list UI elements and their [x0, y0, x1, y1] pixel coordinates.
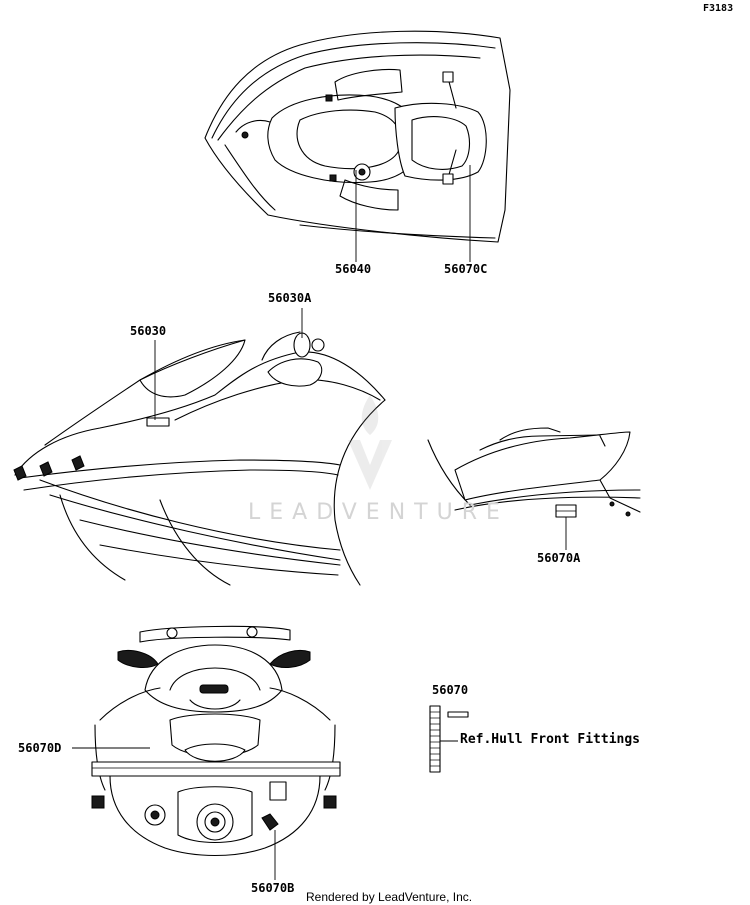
side-view-jetski — [13, 308, 386, 586]
rear-view-jetski — [72, 625, 341, 880]
reference-hull-front-fittings[interactable]: Ref.Hull Front Fittings — [460, 732, 641, 747]
leadventure-watermark-logo — [348, 395, 392, 490]
callout-56030[interactable]: 56030 — [130, 324, 167, 338]
callout-56070b[interactable]: 56070B — [251, 881, 295, 895]
callout-56070[interactable]: 56070 — [432, 683, 469, 697]
part-56070-tube — [429, 705, 469, 773]
watermark-text: LEADVENTURE — [248, 500, 509, 525]
rear-side-jetski — [427, 427, 641, 550]
callout-56070c[interactable]: 56070C — [444, 262, 488, 276]
callout-56070a[interactable]: 56070A — [537, 551, 581, 565]
callout-56030a[interactable]: 56030A — [268, 291, 312, 305]
callout-56040[interactable]: 56040 — [335, 262, 372, 276]
rendered-by-credit: Rendered by LeadVenture, Inc. — [306, 890, 473, 904]
callout-56070d[interactable]: 56070D — [18, 741, 62, 755]
figure-code: F3183 — [703, 3, 734, 14]
top-view-jetski — [204, 30, 511, 262]
